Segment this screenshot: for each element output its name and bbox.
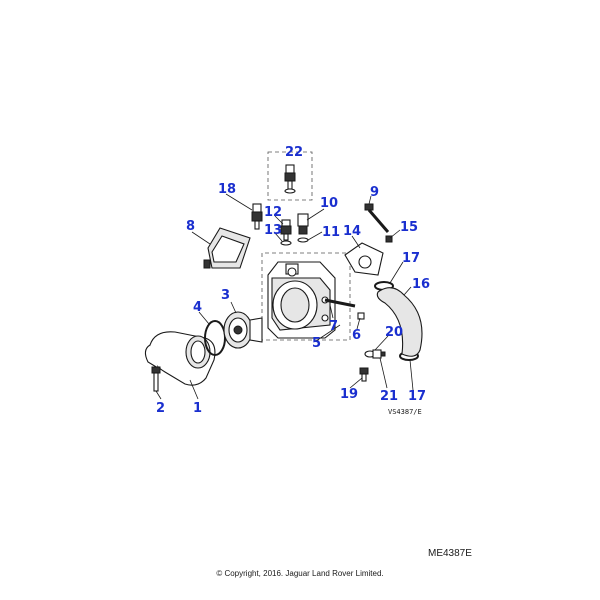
callout-13: 13: [264, 223, 282, 238]
callout-2: 2: [156, 401, 165, 416]
callout-15: 15: [400, 220, 418, 235]
callout-9: 9: [370, 185, 379, 200]
part-6-nut: [357, 312, 365, 320]
part-11-washer: [297, 237, 309, 243]
part-10-sensor: [297, 213, 309, 235]
callout-5: 5: [312, 336, 321, 351]
part-15-bolt: [385, 235, 393, 243]
callout-8: 8: [186, 219, 195, 234]
diagram-id: ME4387E: [428, 548, 472, 559]
part-19-bolt: [359, 367, 369, 382]
part-18-sensor: [251, 203, 263, 230]
callout-10: 10: [320, 196, 338, 211]
part-3-thermostat: [223, 311, 263, 349]
callout-labels: 1 2 3 4 5 6 7 8 9 10 11 12 13 14 15 16 1…: [156, 145, 430, 416]
callout-1: 1: [193, 401, 202, 416]
callout-17-lower: 17: [408, 389, 426, 404]
callout-19: 19: [340, 387, 358, 402]
callout-16: 16: [412, 277, 430, 292]
part-2-bolt: [151, 366, 161, 392]
callout-7: 7: [329, 319, 338, 334]
part-8-blanking-plate: [203, 227, 251, 269]
callout-11: 11: [322, 225, 340, 240]
reference-code: VS4387/E: [388, 408, 422, 416]
callout-3: 3: [221, 288, 230, 303]
part-5-housing: [267, 261, 336, 339]
callout-22: 22: [285, 145, 303, 160]
callout-20: 20: [385, 325, 403, 340]
callout-6: 6: [352, 328, 361, 343]
copyright-notice: © Copyright, 2016. Jaguar Land Rover Lim…: [216, 569, 383, 578]
callout-17-upper: 17: [402, 251, 420, 266]
callout-12: 12: [264, 205, 282, 220]
sensor-group-box: [267, 151, 313, 201]
part-21-bleed-screw: [372, 349, 386, 359]
part-16-hose: [376, 287, 423, 357]
part-7-stud: [324, 298, 356, 308]
leader-lines: [155, 193, 414, 400]
part-1-outlet-cover: [144, 331, 216, 386]
callout-18: 18: [218, 182, 236, 197]
housing-group-box: [261, 252, 351, 341]
part-9-bolt: [364, 203, 390, 233]
part-13-washer: [280, 240, 292, 246]
callout-4: 4: [193, 300, 202, 315]
part-22-sensor: [284, 164, 296, 194]
callout-14: 14: [343, 224, 361, 239]
part-14-outlet-flange: [344, 242, 384, 276]
callout-21: 21: [380, 389, 398, 404]
